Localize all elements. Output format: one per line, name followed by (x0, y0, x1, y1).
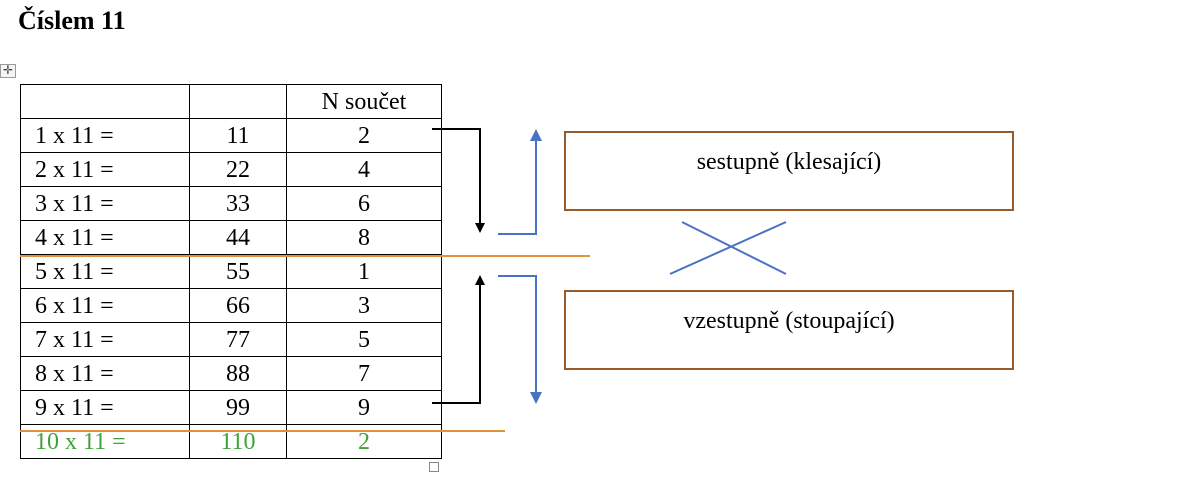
table-header-row: N součet (20, 84, 442, 119)
cell-sum: 2 (286, 118, 442, 153)
ascending-bracket-arrow (432, 275, 485, 404)
cell-expr: 2 x 11 = (20, 152, 190, 187)
descending-label-box: sestupně (klesající) (564, 131, 1014, 211)
page-title: Číslem 11 (18, 6, 126, 35)
cell-result: 99 (189, 390, 287, 425)
cell-result: 22 (189, 152, 287, 187)
ascending-label-box: vzestupně (stoupající) (564, 290, 1014, 370)
cell-expr: 8 x 11 = (20, 356, 190, 391)
table-row: 6 x 11 = 66 3 (20, 288, 442, 323)
table-row: 8 x 11 = 88 7 (20, 356, 442, 391)
cross-line-b (669, 221, 787, 275)
cell-sum: 9 (286, 390, 442, 425)
blue-down-arrow (498, 275, 542, 404)
table-row: 4 x 11 = 44 8 (20, 220, 442, 255)
table-row: 1 x 11 = 11 2 (20, 118, 442, 153)
table-row: 9 x 11 = 99 9 (20, 390, 442, 425)
cell-sum: 3 (286, 288, 442, 323)
cell-sum: 7 (286, 356, 442, 391)
cell-sum: 2 (286, 424, 442, 459)
cell-expr: 9 x 11 = (20, 390, 190, 425)
blue-up-arrow (498, 129, 542, 235)
table-resize-handle[interactable] (429, 462, 439, 472)
cross-line-a (681, 221, 787, 275)
cell-sum: 4 (286, 152, 442, 187)
cell-sum: 5 (286, 322, 442, 357)
multiplication-table: N součet 1 x 11 = 11 2 2 x 11 = 22 4 3 x… (20, 84, 442, 459)
cell-sum: 8 (286, 220, 442, 255)
descending-bracket-arrow (432, 128, 485, 233)
cell-expr: 6 x 11 = (20, 288, 190, 323)
ascending-label: vzestupně (stoupající) (683, 307, 895, 334)
table-row-highlight: 10 x 11 = 110 2 (20, 424, 442, 459)
table-move-handle-icon[interactable]: ✛ (0, 64, 16, 78)
header-cell-expr (20, 84, 190, 119)
cell-result: 44 (189, 220, 287, 255)
table-row: 2 x 11 = 22 4 (20, 152, 442, 187)
header-cell-sum: N součet (286, 84, 442, 119)
cell-expr: 10 x 11 = (20, 424, 190, 459)
cell-result: 88 (189, 356, 287, 391)
table-row: 7 x 11 = 77 5 (20, 322, 442, 357)
cell-sum: 6 (286, 186, 442, 221)
descending-label: sestupně (klesající) (696, 148, 882, 175)
table-row: 3 x 11 = 33 6 (20, 186, 442, 221)
cell-expr: 3 x 11 = (20, 186, 190, 221)
